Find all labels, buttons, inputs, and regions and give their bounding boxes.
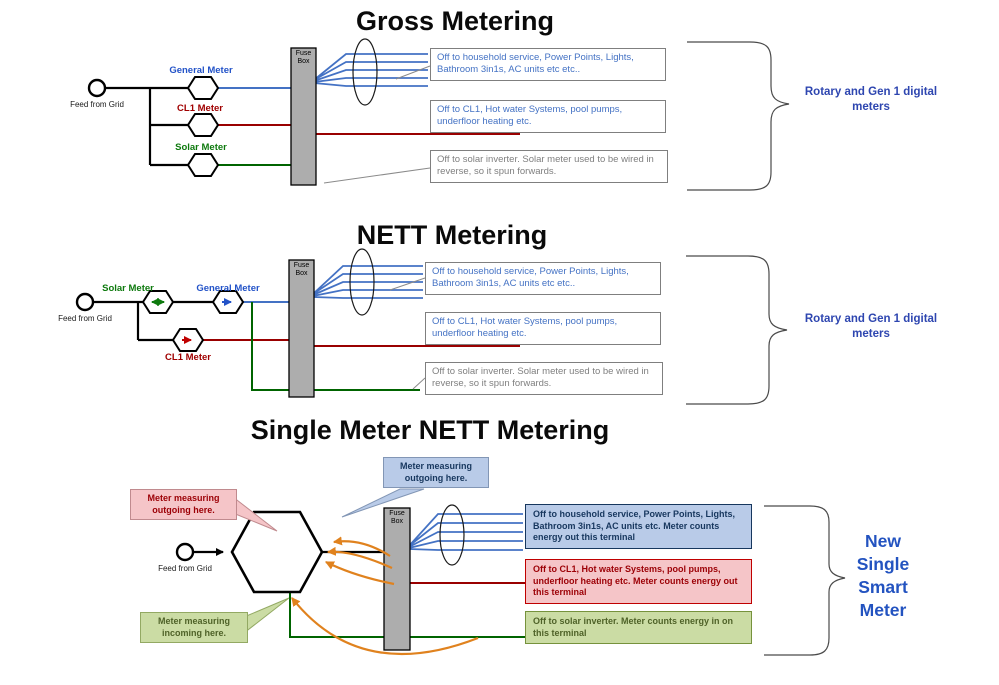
bubble-tail [243, 597, 290, 635]
meter-generation-label: Rotary and Gen 1 digital meters [804, 313, 938, 340]
gross-wiring [87, 38, 790, 191]
household-circuit-fan [408, 513, 523, 551]
general-meter-symbol [186, 76, 220, 100]
cable-bundle-ellipse [439, 504, 465, 566]
callout-leader [412, 377, 426, 390]
callout-leader [389, 277, 426, 291]
solar-circuit-wire [289, 592, 386, 638]
grid-feed-node [75, 292, 95, 312]
fuse-box [290, 47, 317, 186]
fuse-box-label: Fuse Box [293, 262, 310, 278]
solar-callout: Off to solar inverter. Solar meter used … [425, 362, 663, 395]
feed-wire [93, 300, 214, 342]
nett-section-title: NETT Metering [356, 220, 548, 250]
household-callout: Off to household service, Power Points, … [430, 48, 666, 81]
feed-from-grid-label: Feed from Grid [158, 564, 212, 573]
feed-from-grid-label: Feed from Grid [58, 314, 112, 323]
bubble-tail [341, 488, 425, 518]
grouping-brace [764, 505, 846, 656]
solar-circuit-wire [251, 302, 302, 391]
gross-section-title: Gross Metering [355, 6, 555, 36]
cl1-terminal-callout: Off to CL1, Hot water Systems, pool pump… [525, 559, 752, 605]
cable-bundle-ellipse [352, 38, 378, 106]
feed-wire [105, 86, 190, 167]
cl1-callout: Off to CL1, Hot water Systems, pool pump… [425, 312, 661, 345]
general-meter-label: General Meter [196, 283, 260, 294]
nett-wiring [75, 248, 788, 405]
solar-callout: Off to solar inverter. Solar meter used … [430, 150, 668, 183]
callout-leader [323, 167, 431, 184]
single-section-title: Single Meter NETT Metering [250, 415, 610, 445]
cl1-callout: Off to CL1, Hot water Systems, pool pump… [430, 100, 666, 133]
fuse-box-label: Fuse Box [389, 510, 405, 526]
meter-generation-label: Rotary and Gen 1 digital meters [804, 86, 938, 113]
cl1-meter-label: CL1 Meter [165, 352, 211, 363]
household-circuit-fan [312, 265, 423, 299]
orange-flow-arrow [332, 536, 391, 557]
household-terminal-callout: Off to household service, Power Points, … [525, 504, 752, 550]
solar-meter-label: Solar Meter [102, 283, 154, 294]
solar-meter-symbol [186, 153, 220, 177]
incoming-measure-bubble: Meter measuring incoming here. [140, 612, 248, 644]
cable-bundle-ellipse [349, 248, 375, 316]
general-meter-label: General Meter [169, 65, 233, 76]
cl1-meter-symbol [186, 113, 220, 137]
orange-flow-arrow [326, 546, 393, 570]
outgoing-measure-bubble-left: Meter measuring outgoing here. [130, 489, 237, 521]
callout-leader [395, 65, 431, 80]
solar-meter-label: Solar Meter [175, 142, 227, 153]
fuse-box [288, 259, 315, 398]
cl1-meter-label: CL1 Meter [177, 103, 223, 114]
smart-meter-label: New Single Smart Meter [856, 531, 910, 621]
household-callout: Off to household service, Power Points, … [425, 262, 661, 295]
smart-meter-symbol [230, 510, 324, 594]
grid-feed-node [175, 542, 195, 562]
household-circuit-fan [313, 53, 428, 87]
feed-from-grid-label: Feed from Grid [70, 100, 124, 109]
grid-feed-node [87, 78, 107, 98]
fuse-box [383, 507, 411, 651]
grouping-brace [686, 255, 788, 405]
grouping-brace [687, 41, 790, 191]
solar-terminal-callout: Off to solar inverter. Meter counts ener… [525, 611, 752, 645]
orange-flow-arrow [324, 561, 395, 586]
orange-flow-arrow [291, 597, 479, 656]
fuse-box-label: Fuse Box [295, 50, 312, 66]
outgoing-measure-bubble-top: Meter measuring outgoing here. [383, 457, 489, 489]
